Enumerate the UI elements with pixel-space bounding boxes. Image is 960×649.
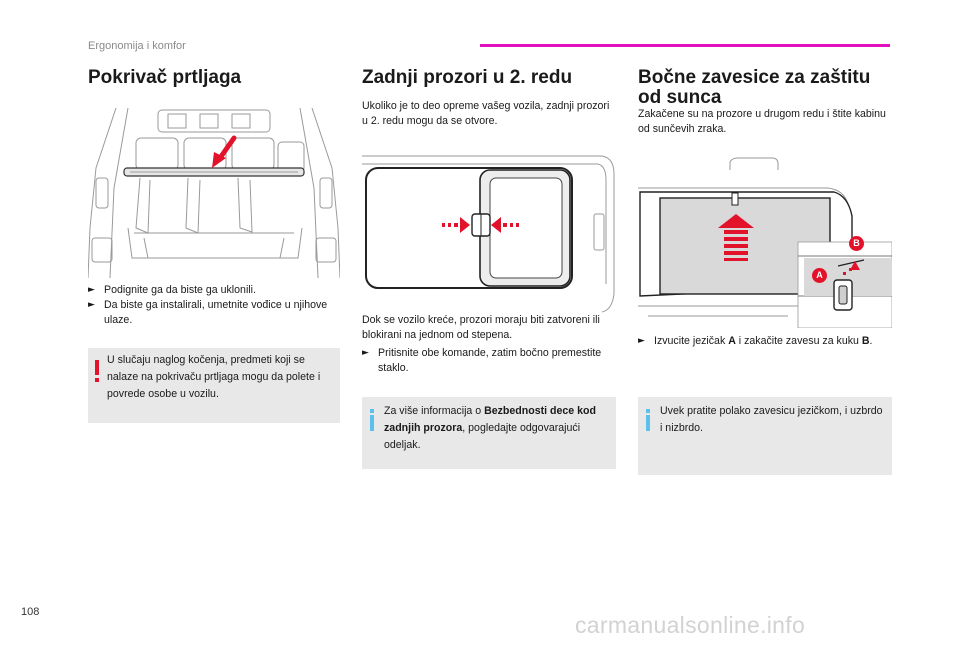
info-link-title: Bezbednosti dece kod zadnjih prozora: [384, 405, 596, 434]
warning-text: U slučaju naglog kočenja, predmeti koji …: [107, 354, 321, 400]
bullet-text-post: .: [869, 335, 873, 347]
info-i-icon: [370, 409, 374, 431]
info-i-icon: [646, 409, 650, 431]
list-item: ► Pritisnite obe komande, zatim bočno pr…: [362, 346, 616, 376]
callout-a-label: A: [812, 268, 827, 283]
luggage-cover-illustration: [88, 108, 340, 278]
bullet-arrow-icon: ►: [638, 336, 645, 346]
section-header: Ergonomija i komfor: [88, 40, 186, 52]
list-item: ► Da biste ga instalirali, umetnite vođi…: [88, 298, 338, 328]
bullet-arrow-icon: ►: [88, 300, 95, 310]
info-box: Za više informacija o Bezbednosti dece k…: [362, 397, 616, 469]
bullet-text-mid: i zakačite zavesu za kuku: [735, 335, 862, 347]
col1-bullet-list: ► Podignite ga da biste ga uklonili. ► D…: [88, 283, 338, 328]
bullet-tab-a: A: [728, 335, 736, 347]
col1-title: Pokrivač prtljaga: [88, 67, 242, 88]
bullet-text: Podignite ga da biste ga uklonili.: [104, 284, 256, 296]
warning-box: U slučaju naglog kočenja, predmeti koji …: [88, 348, 340, 423]
info-text: Uvek pratite polako zavesicu jezičkom, i…: [660, 405, 883, 434]
bullet-hook-b: B: [861, 335, 870, 347]
info-text-post: , pogledajte odgovarajući odeljak.: [384, 422, 581, 451]
col2-bullet-list: ► Pritisnite obe komande, zatim bočno pr…: [362, 346, 616, 376]
watermark: carmanualsonline.info: [575, 612, 806, 638]
bullet-text: Da biste ga instalirali, umetnite vođice…: [104, 299, 328, 326]
info-box: Uvek pratite polako zavesicu jezičkom, i…: [638, 397, 892, 475]
col2-title: Zadnji prozori u 2. redu: [362, 67, 573, 88]
info-text-pre: Za više informacija o: [384, 405, 485, 417]
sliding-window-illustration: [362, 154, 616, 314]
col2-body-text: Dok se vozilo kreće, prozori moraju biti…: [362, 314, 600, 341]
bullet-arrow-icon: ►: [88, 285, 95, 295]
col2-intro: Ukoliko je to deo opreme vašeg vozila, z…: [362, 100, 610, 127]
info-text: Za više informacija o Bezbednosti dece k…: [384, 403, 608, 454]
bullet-text: Pritisnite obe komande, zatim bočno prem…: [378, 347, 602, 374]
warning-exclamation-icon: [95, 360, 99, 382]
page-number: 108: [21, 606, 40, 618]
list-item: ► Podignite ga da biste ga uklonili.: [88, 283, 338, 298]
bullet-text: Izvucite jezičak A i zakačite zavesu za …: [654, 334, 872, 349]
col3-title: Bočne zavesice za zaštitu od sunca: [638, 67, 871, 108]
bullet-text-pre: Izvucite jezičak: [654, 335, 729, 347]
callout-b-label: B: [849, 236, 864, 251]
col3-bullet-list: ► Izvucite jezičak A i zakačite zavesu z…: [638, 334, 892, 349]
list-item: ► Izvucite jezičak A i zakačite zavesu z…: [638, 334, 892, 349]
header-accent-line: [480, 44, 890, 47]
bullet-arrow-icon: ►: [362, 348, 369, 358]
col3-intro: Zakačene su na prozore u drugom redu i š…: [638, 108, 886, 135]
